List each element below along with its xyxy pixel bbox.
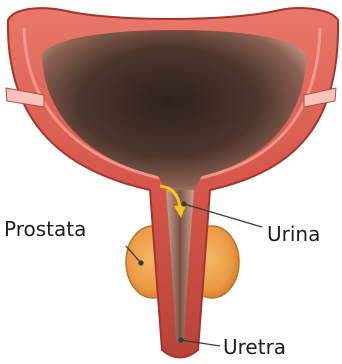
uretra-label: Uretra xyxy=(223,337,286,357)
prostata-label: Prostata xyxy=(4,219,86,239)
urina-label: Urina xyxy=(267,224,320,244)
